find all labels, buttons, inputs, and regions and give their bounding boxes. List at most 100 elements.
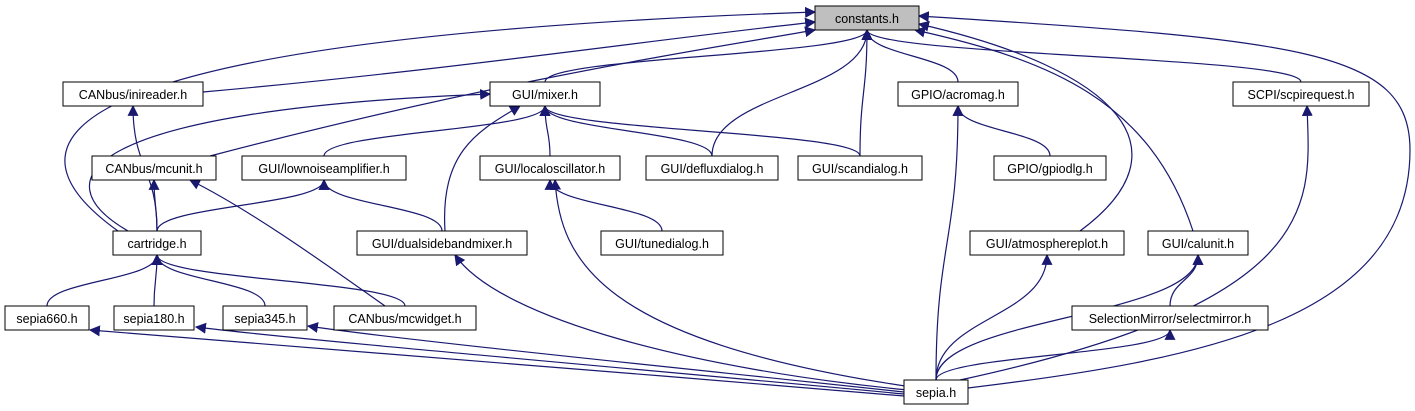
node-label: GUI/localoscillator.h <box>495 162 606 176</box>
node-sepia[interactable]: sepia.h <box>903 379 969 405</box>
node-box <box>1071 305 1269 331</box>
node-sepia345[interactable]: sepia345.h <box>222 305 308 331</box>
edge-path <box>917 11 1411 389</box>
edge-sepia-to-selectmirror <box>935 328 1176 381</box>
node-box <box>897 81 1019 107</box>
edge-atmosplot-to-constants <box>917 20 1133 232</box>
node-acromag[interactable]: GPIO/acromag.h <box>897 81 1019 107</box>
edge-path <box>151 253 163 307</box>
edge-mixer-to-constants <box>544 28 873 83</box>
edges-layer <box>46 6 1411 397</box>
node-box <box>356 230 528 256</box>
edge-path <box>935 253 1204 381</box>
edge-path <box>194 322 905 395</box>
node-label: SCPI/scpirequest.h <box>1248 88 1355 102</box>
node-scpirequest[interactable]: SCPI/scpirequest.h <box>1232 81 1370 107</box>
edge-sepia180-to-cartridge <box>151 253 163 307</box>
edge-deflux-to-mixer <box>539 104 713 157</box>
node-label: GPIO/acromag.h <box>911 88 1005 102</box>
node-box <box>333 305 477 331</box>
edge-path <box>539 104 861 157</box>
node-box <box>903 379 969 405</box>
node-cartridge[interactable]: cartridge.h <box>112 230 202 256</box>
edge-inireader-to-constants <box>202 17 817 93</box>
node-atmosplot[interactable]: GUI/atmosphereplot.h <box>969 230 1125 256</box>
node-box <box>62 81 204 107</box>
edge-cartridge-to-mcunit <box>148 178 160 232</box>
edge-mcunit-to-constants <box>209 26 817 157</box>
edge-gpiodlg-to-acromag <box>952 104 1051 157</box>
node-gpiodlg[interactable]: GPIO/gpiodlg.h <box>993 155 1107 181</box>
edge-tunedialog-to-localosc <box>544 178 663 232</box>
edge-path <box>454 254 909 391</box>
edge-path <box>151 253 266 307</box>
node-label: sepia345.h <box>234 312 295 326</box>
node-mcunit[interactable]: CANbus/mcunit.h <box>91 155 217 181</box>
node-box <box>91 155 217 181</box>
edge-sepia-to-localosc <box>550 178 906 387</box>
edge-path <box>46 253 163 307</box>
node-label: CANbus/mcwidget.h <box>348 312 461 326</box>
node-calunit[interactable]: GUI/calunit.h <box>1147 230 1249 256</box>
node-inireader[interactable]: CANbus/inireader.h <box>62 81 204 107</box>
node-tunedialog[interactable]: GUI/tunedialog.h <box>600 230 724 256</box>
edge-cartridge-to-mixer <box>88 88 492 232</box>
node-label: GUI/mixer.h <box>512 88 578 102</box>
edge-path <box>861 28 1302 83</box>
edge-path <box>539 104 713 157</box>
node-lownoise[interactable]: GUI/lownoiseamplifier.h <box>241 155 407 181</box>
node-box <box>479 155 621 181</box>
edge-path <box>913 26 1194 232</box>
edge-mcwidget-to-mcunit <box>189 179 386 307</box>
edge-path <box>151 253 406 307</box>
edge-path <box>917 20 1133 232</box>
node-label: sepia.h <box>916 386 956 400</box>
node-label: GUI/scandialog.h <box>812 162 908 176</box>
edge-sepia-to-atmosplot <box>935 253 1053 381</box>
node-dualsb[interactable]: GUI/dualsidebandmixer.h <box>356 230 528 256</box>
node-box <box>241 155 407 181</box>
edge-path <box>88 325 905 397</box>
edge-scpirequest-to-constants <box>861 28 1302 83</box>
edge-calunit-to-constants <box>913 26 1194 232</box>
edge-path <box>148 178 160 232</box>
node-label: SelectionMirror/selectmirror.h <box>1089 312 1252 326</box>
node-sepia660[interactable]: sepia660.h <box>4 305 90 331</box>
node-box <box>993 155 1107 181</box>
node-label: CANbus/inireader.h <box>79 88 187 102</box>
node-label: GPIO/gpiodlg.h <box>1007 162 1093 176</box>
edge-sepia-to-constants <box>917 11 1411 389</box>
node-box <box>814 5 920 31</box>
node-scandialog[interactable]: GUI/scandialog.h <box>797 155 923 181</box>
node-label: GUI/calunit.h <box>1162 237 1234 251</box>
node-localosc[interactable]: GUI/localoscillator.h <box>479 155 621 181</box>
node-label: sepia180.h <box>123 312 184 326</box>
edge-path <box>550 178 906 387</box>
edge-path <box>711 28 873 157</box>
node-label: GUI/lownoiseamplifier.h <box>258 162 389 176</box>
edge-cartridge-to-constants <box>64 6 817 232</box>
node-constants[interactable]: constants.h <box>814 5 920 31</box>
node-box <box>112 230 202 256</box>
edge-cartridge-to-lownoise <box>156 178 330 232</box>
edge-dualsb-to-lownoise <box>318 178 443 232</box>
edge-lownoise-to-mixer <box>323 104 551 157</box>
edge-path <box>189 179 386 307</box>
node-label: constants.h <box>835 12 899 26</box>
node-box <box>113 305 195 331</box>
node-mcwidget[interactable]: CANbus/mcwidget.h <box>333 305 477 331</box>
edge-sepia-to-sepia660 <box>88 325 905 397</box>
edge-path <box>156 178 330 232</box>
edge-path <box>544 28 873 83</box>
edge-path <box>544 178 663 232</box>
edge-sepia-to-scpirequest <box>959 104 1313 381</box>
node-selectmirror[interactable]: SelectionMirror/selectmirror.h <box>1071 305 1269 331</box>
edge-path <box>306 322 905 393</box>
node-box <box>4 305 90 331</box>
node-mixer[interactable]: GUI/mixer.h <box>489 81 601 107</box>
node-sepia180[interactable]: sepia180.h <box>113 305 195 331</box>
edge-sepia-to-acromag <box>935 104 964 381</box>
node-deflux[interactable]: GUI/defluxdialog.h <box>645 155 779 181</box>
